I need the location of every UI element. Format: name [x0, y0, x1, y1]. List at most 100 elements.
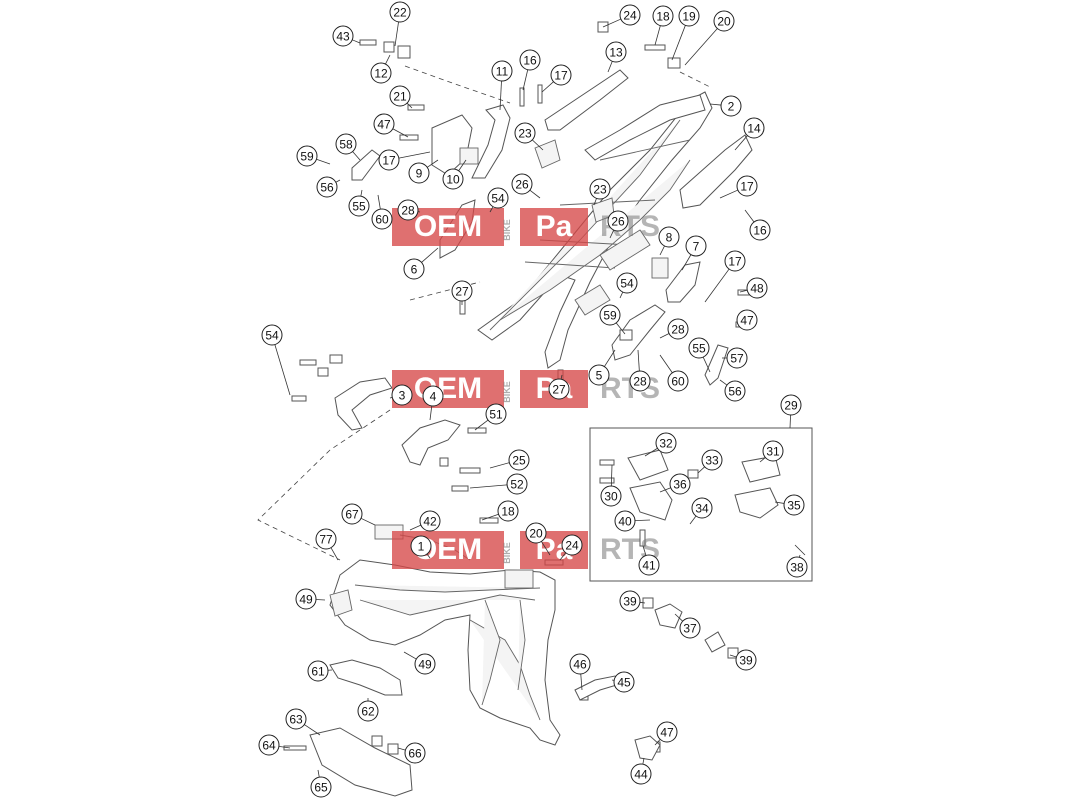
callout-label: 42 [423, 515, 437, 529]
leader-line [644, 447, 658, 457]
leader-line [729, 654, 737, 658]
callout-20: 20 [525, 522, 551, 556]
leader-line [385, 54, 391, 65]
leader-line [704, 268, 730, 303]
callout-label: 49 [418, 658, 432, 672]
leader-line [427, 159, 439, 168]
callout-27: 27 [451, 280, 473, 305]
callout-circle [589, 178, 611, 200]
callout-circle [514, 122, 536, 144]
callout-label: 63 [289, 713, 303, 727]
callout-label: 30 [604, 490, 618, 504]
callout-circle [600, 485, 622, 507]
callout-25: 25 [489, 449, 530, 471]
callout-4: 4 [422, 385, 444, 421]
leader-line [580, 673, 583, 691]
callout-17: 17 [719, 175, 758, 199]
callout-circle [679, 617, 701, 639]
callout-31: 31 [759, 440, 784, 463]
leader-line [642, 757, 645, 765]
leader-line [634, 519, 651, 522]
bracket-part [471, 104, 511, 179]
callout-label: 39 [739, 654, 753, 668]
callout-54: 54 [487, 187, 509, 213]
callout-label: 27 [552, 383, 566, 397]
callout-circle [316, 176, 338, 198]
leader-line [469, 484, 508, 489]
leader-line [330, 547, 339, 561]
leader-line [522, 69, 529, 91]
callout-label: 22 [393, 6, 407, 20]
callout-circle [310, 776, 332, 798]
callout-28: 28 [397, 199, 421, 221]
leader-line [541, 81, 554, 93]
callout-label: 55 [692, 342, 706, 356]
callout-label: 28 [401, 204, 415, 218]
callout-61: 61 [307, 660, 333, 682]
callout-27: 27 [548, 374, 570, 400]
callout-label: 39 [623, 595, 637, 609]
callout-circle [736, 175, 758, 197]
leader-line [697, 466, 705, 474]
callout-19: 19 [671, 5, 700, 61]
callout-2: 2 [709, 95, 742, 117]
callout-circle [630, 763, 652, 785]
callout-circle [688, 337, 710, 359]
callout-circle [736, 309, 758, 331]
callout-circle [315, 528, 337, 550]
callout-circle [667, 318, 689, 340]
callout-label: 10 [446, 173, 460, 187]
leader-line [541, 541, 551, 556]
leader-line [719, 189, 739, 199]
leader-line [654, 739, 661, 746]
callout-circle [786, 556, 808, 578]
callout-circle [397, 199, 419, 221]
callout-label: 19 [682, 10, 696, 24]
callout-label: 28 [671, 323, 685, 337]
callout-41: 41 [638, 545, 660, 576]
grab-rail-part [544, 69, 629, 131]
leader-line [619, 291, 624, 299]
leader-line [403, 651, 417, 660]
leader-line [637, 349, 640, 372]
footrest-bracket-lower [401, 419, 461, 466]
callout-circle [341, 503, 363, 525]
leader-line [709, 103, 722, 106]
callout-label: 6 [411, 263, 418, 277]
callout-circle [410, 535, 432, 557]
callout-label: 18 [501, 505, 515, 519]
callout-23: 23 [514, 122, 544, 151]
callout-circle [332, 25, 354, 47]
watermark-side: BIKE [502, 381, 512, 403]
watermark-side: BIKE [502, 219, 512, 241]
callout-18: 18 [481, 500, 519, 522]
leader-line [394, 21, 399, 47]
callout-1: 1 [410, 535, 432, 559]
callout-circle [783, 494, 805, 516]
callout-circle [258, 734, 280, 756]
leader-line [397, 747, 406, 751]
box-part [651, 257, 669, 279]
callout-label: 60 [375, 213, 389, 227]
callout-44: 44 [630, 757, 652, 785]
callout-label: 36 [673, 478, 687, 492]
callout-label: 48 [750, 282, 764, 296]
callout-circle [658, 226, 680, 248]
callout-label: 26 [515, 178, 529, 192]
callout-52: 52 [469, 473, 528, 495]
callout-label: 31 [766, 445, 780, 459]
callout-12: 12 [370, 54, 392, 84]
callout-16: 16 [519, 49, 541, 91]
leader-line [759, 457, 766, 463]
leader-line [719, 379, 728, 386]
callout-66: 66 [397, 742, 426, 764]
callout-circle [419, 510, 441, 532]
watermark-side: BIKE [502, 542, 512, 564]
pin-38 [794, 544, 806, 556]
callout-circle [389, 85, 411, 107]
callout-33: 33 [697, 449, 723, 474]
leader-line [744, 209, 755, 223]
callout-55: 55 [348, 189, 370, 217]
